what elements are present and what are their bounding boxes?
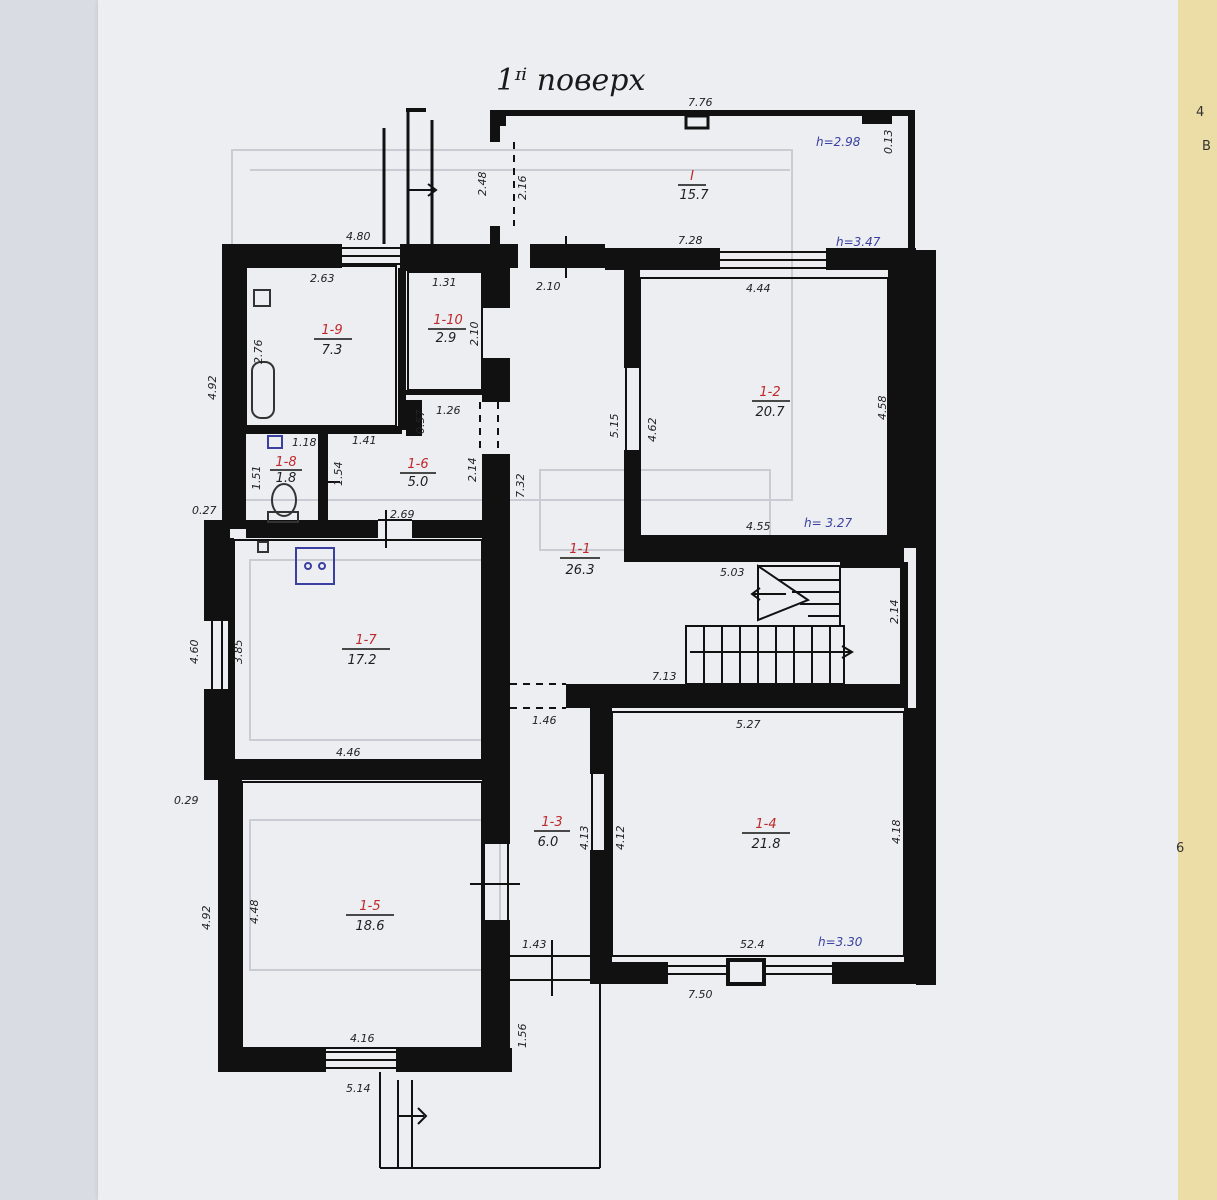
- room-id-1-9: 1-9: [321, 323, 342, 338]
- dim: 7.50: [688, 988, 713, 1001]
- fixtures: [251, 289, 335, 585]
- height-note-3: h= 3.27: [804, 516, 853, 530]
- edge-mark: B: [1202, 139, 1211, 154]
- dim: 4.48: [248, 900, 261, 925]
- staircase: [685, 564, 854, 685]
- dim: 7.76: [688, 96, 713, 109]
- height-note-2: h=3.47: [836, 235, 881, 249]
- paper-sheet: [98, 0, 1178, 1200]
- dim: 1.43: [522, 938, 547, 951]
- dim: 2.63: [310, 272, 335, 285]
- entry-arrows: [398, 183, 438, 1125]
- dim: 4.80: [346, 230, 371, 243]
- dim: 1.41: [352, 434, 377, 447]
- dim: 1.18: [292, 436, 317, 449]
- room-area-1-5: 18.6: [356, 919, 385, 934]
- room-area-1-9: 7.3: [322, 343, 343, 358]
- dim: 4.13: [578, 826, 591, 851]
- dim: 2.14: [466, 458, 479, 483]
- dim: 4.55: [746, 520, 771, 533]
- dim: 4.92: [206, 376, 219, 401]
- dimension-labels: 7.76 0.13 2.48 2.16 4.80 7.28 2.63 1.31 …: [174, 96, 903, 1095]
- dim: 5.14: [346, 1082, 371, 1095]
- room-area-1-6: 5.0: [408, 475, 429, 490]
- dim: 4.58: [876, 396, 889, 421]
- dashed-lines: [479, 142, 566, 709]
- dim: 4.18: [890, 820, 903, 845]
- dim: 2.16: [516, 176, 529, 201]
- dim: 7.32: [514, 474, 527, 499]
- adjacent-page: [1178, 0, 1217, 1200]
- dim: 52.4: [740, 938, 765, 951]
- dim: 0.13: [882, 130, 895, 155]
- dim: 4.44: [746, 282, 771, 295]
- dim: 2.10: [468, 322, 481, 347]
- room-id-1-3: 1-3: [541, 815, 562, 830]
- room-id-1-7: 1-7: [355, 633, 377, 648]
- room-area-I: 15.7: [680, 188, 710, 203]
- room-id-1-10: 1-10: [433, 313, 463, 328]
- room-area-1-3: 6.0: [538, 835, 559, 850]
- room-id-1-8: 1-8: [275, 455, 296, 470]
- room-area-1-10: 2.9: [436, 331, 457, 346]
- height-notes: h=2.98 h=3.47 h= 3.27 h=3.30: [804, 135, 881, 949]
- dim: 5.27: [736, 718, 761, 731]
- dim: 4.62: [646, 418, 659, 443]
- room-area-1-8: 1.8: [276, 471, 297, 486]
- dim: 4.60: [188, 640, 201, 665]
- room-id-1-5: 1-5: [359, 899, 380, 914]
- dim: 2.14: [888, 600, 901, 625]
- room-id-1-1: 1-1: [569, 542, 590, 557]
- walls: [204, 108, 936, 1072]
- dim: 7.28: [678, 234, 703, 247]
- dim: 1.46: [532, 714, 557, 727]
- room-id-I: I: [690, 169, 694, 184]
- room-area-1-4: 21.8: [752, 837, 781, 852]
- dim: 1.54: [332, 462, 345, 487]
- height-note-4: h=3.30: [818, 935, 863, 949]
- dim: 2.76: [252, 340, 265, 365]
- dim: 4.12: [614, 826, 627, 851]
- dim: 1.51: [250, 466, 263, 491]
- room-area-1-1: 26.3: [566, 563, 595, 578]
- edge-mark: 4: [1196, 105, 1204, 120]
- dim: 7.13: [652, 670, 677, 683]
- room-id-1-6: 1-6: [407, 457, 428, 472]
- edge-mark: 6: [1176, 841, 1184, 856]
- dim: 1.31: [432, 276, 457, 289]
- dim: 1.26: [436, 404, 461, 417]
- dim: 3.85: [232, 640, 245, 665]
- room-area-1-2: 20.7: [756, 405, 786, 420]
- dim: 0.57: [414, 410, 427, 435]
- dim: 5.15: [608, 414, 621, 439]
- dim: 5.03: [720, 566, 745, 579]
- dim: 4.16: [350, 1032, 375, 1045]
- room-id-1-2: 1-2: [759, 385, 780, 400]
- room-id-1-4: 1-4: [755, 817, 776, 832]
- dim: 1.56: [516, 1024, 529, 1049]
- dim: 2.48: [476, 172, 489, 197]
- dim: 2.69: [390, 508, 415, 521]
- dim: 4.92: [200, 906, 213, 931]
- dim: 0.27: [192, 504, 217, 517]
- dim: 0.29: [174, 794, 199, 807]
- openings: [204, 236, 905, 1169]
- dim: 2.10: [536, 280, 561, 293]
- height-note-1: h=2.98: [816, 135, 861, 149]
- room-labels: I 15.7 1-1 26.3 1-2 20.7 1-3 6.0 1-4 21.…: [270, 169, 790, 934]
- dim: 4.46: [336, 746, 361, 759]
- room-area-1-7: 17.2: [348, 653, 377, 668]
- plan-title: 1ᶦⁱ поверх: [496, 63, 645, 98]
